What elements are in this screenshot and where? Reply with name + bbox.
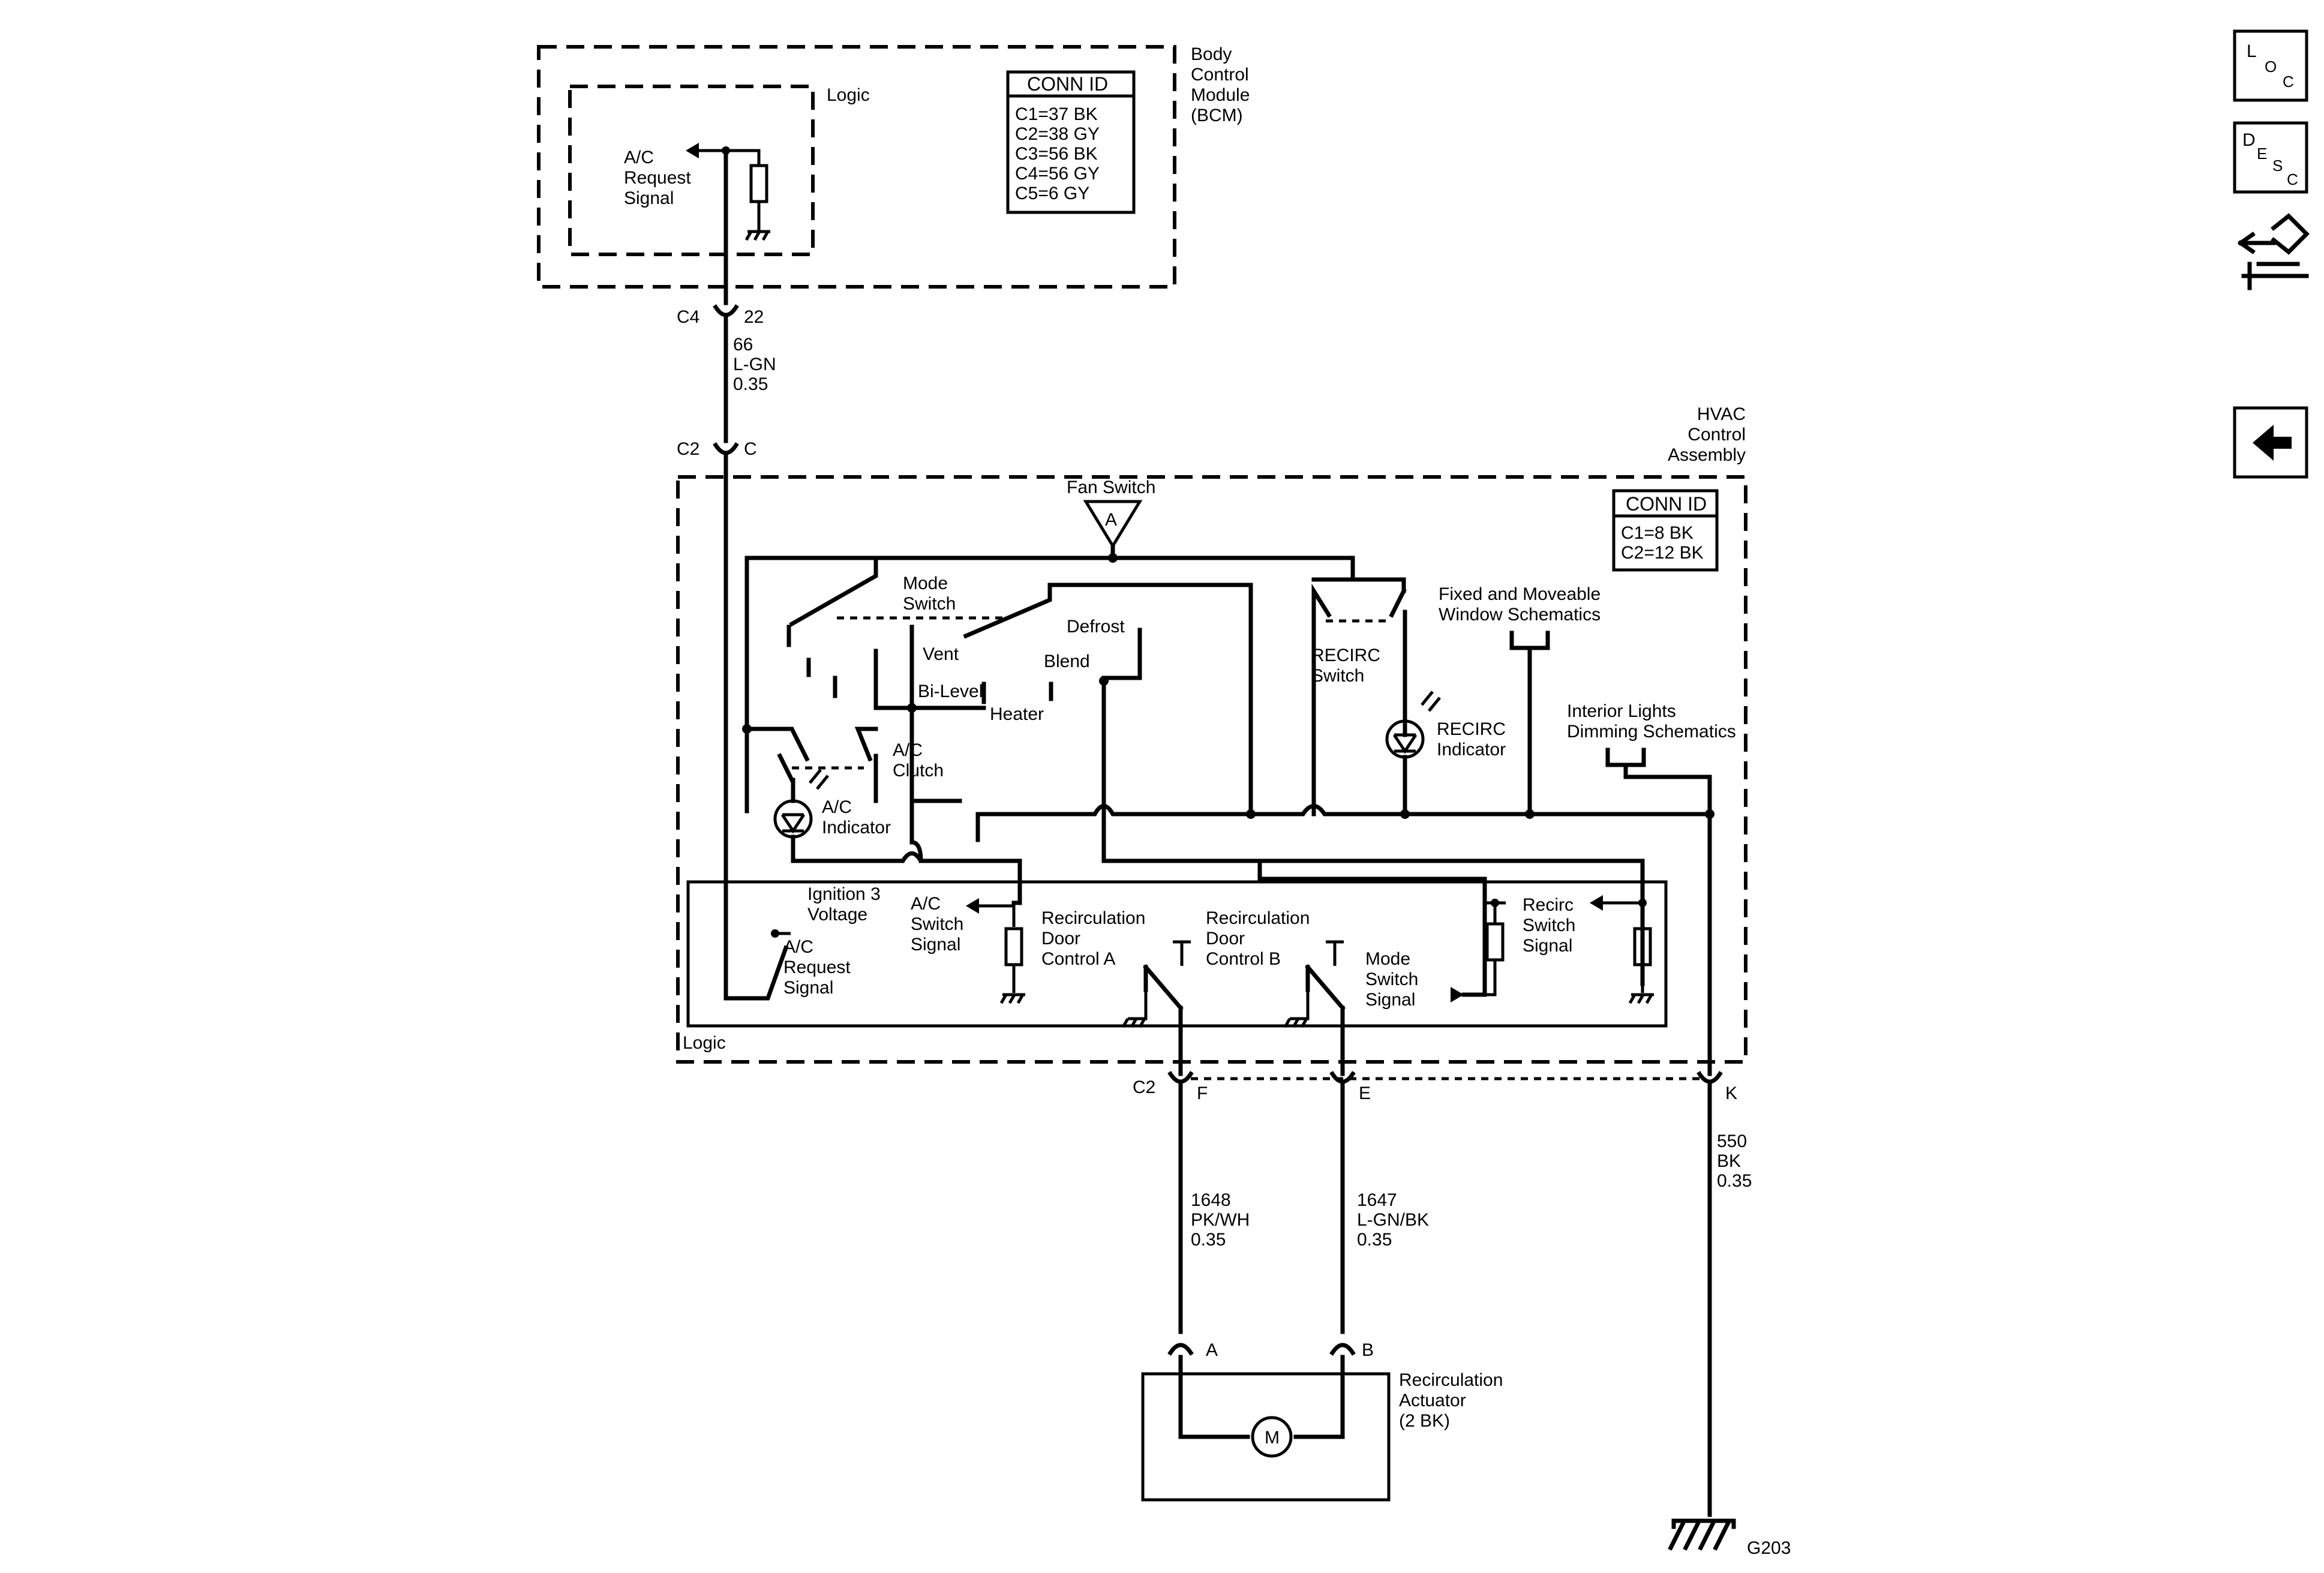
hvac-logic-box [686,880,1668,1028]
svg-text:22: 22 [744,307,764,327]
c2-output-connector: C2 F E K [1133,1071,1737,1103]
mode-defrost-label: Defrost [1067,617,1125,637]
ground-g203: G203 [1668,1518,1791,1558]
bcm-signal-arrow [686,143,699,158]
loc-button[interactable]: L O C [2233,29,2308,102]
hvac-logic-label: Logic [683,1033,726,1053]
mode-blend-label: Blend [1044,652,1090,671]
fan-switch-ref[interactable]: A Fan Switch [1067,478,1155,549]
svg-text:Fan Switch: Fan Switch [1067,478,1155,497]
c2-c-connector: C2 C [677,439,757,459]
svg-text:B: B [1362,1340,1374,1360]
desc-button[interactable]: D E S C [2233,121,2308,194]
svg-text:C: C [2287,170,2298,188]
svg-text:A: A [1105,510,1117,530]
svg-text:F: F [1197,1083,1208,1103]
arrow-left-icon [2253,425,2292,461]
svg-text:C4: C4 [677,307,699,327]
mode-vent-label: Vent [923,644,959,664]
svg-text:C: C [2283,73,2294,91]
svg-text:O: O [2265,58,2277,76]
svg-text:E: E [1359,1083,1371,1103]
mode-heater-label: Heater [990,704,1044,724]
svg-text:E: E [2257,145,2267,163]
svg-text:M: M [1265,1428,1280,1448]
bcm-logic-label: Logic [827,85,870,105]
svg-text:C2: C2 [1133,1077,1155,1097]
svg-text:A: A [1206,1340,1218,1360]
svg-text:G203: G203 [1747,1538,1791,1558]
svg-text:CONN ID: CONN ID [1027,73,1108,95]
svg-text:K: K [1725,1083,1737,1103]
svg-text:S: S [2272,157,2283,175]
c4-connector: C4 22 [677,304,764,327]
svg-text:CONN ID: CONN ID [1626,493,1707,515]
svg-text:C: C [744,439,757,459]
connector-hand-icon[interactable] [2238,213,2310,290]
mode-bilevel-label: Bi-Level [918,682,983,701]
back-button[interactable] [2233,406,2308,479]
svg-text:L: L [2247,41,2257,61]
motor-symbol [1251,1416,1293,1458]
svg-text:C2: C2 [677,439,699,459]
svg-text:D: D [2242,130,2256,150]
